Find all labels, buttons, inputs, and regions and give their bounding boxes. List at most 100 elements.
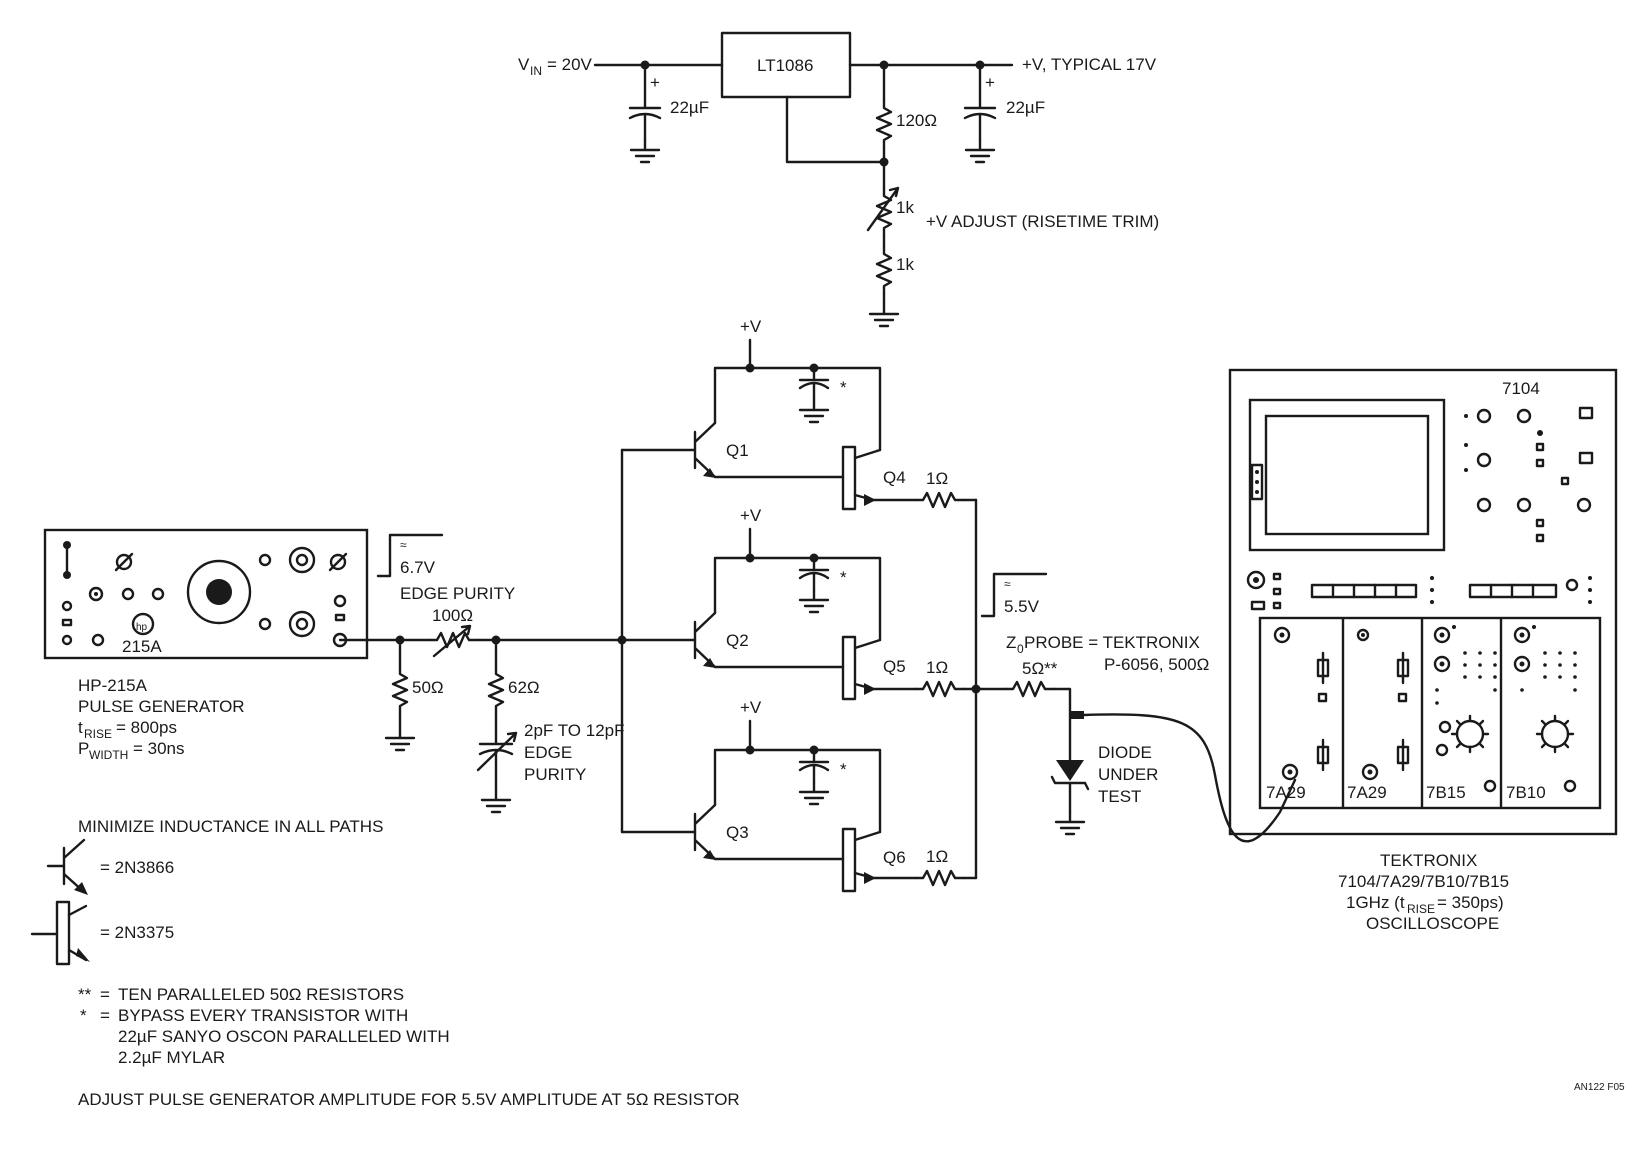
note2-mark: * [80, 1006, 87, 1025]
pulse-generator: hp 215A HP-215A PULSE GENERATOR t RISE =… [43, 528, 444, 762]
plugin-label-1: 7A29 [1266, 783, 1306, 802]
cin-plus: + [650, 73, 660, 92]
pulse2-approx: ≈ [1004, 577, 1011, 591]
scope-model: 7104 [1502, 379, 1540, 398]
gen-pwidth-val: = 30ns [133, 739, 185, 758]
oscilloscope: 7104 [1228, 368, 1618, 933]
notes: MINIMIZE INDUCTANCE IN ALL PATHS = 2N386… [30, 817, 1625, 1109]
gen-title1: HP-215A [78, 676, 148, 695]
diode-icon [1056, 760, 1084, 781]
vplus-2: +V [740, 506, 762, 525]
gen-trise: t [78, 718, 83, 737]
q4-label: Q4 [883, 468, 906, 487]
input-network: EDGE PURITY 100Ω 50Ω 62Ω 2pF TO 12pF EDG… [338, 584, 624, 814]
scope-cap3-sub: RISE [1407, 902, 1435, 916]
r120-label: 120Ω [896, 111, 937, 130]
gen-trise-sub: RISE [84, 727, 112, 741]
bypass-star-1: * [840, 378, 847, 397]
scope-cap1: TEKTRONIX [1380, 851, 1477, 870]
output-network: ≈ 5.5V Z 0 PROBE = TEKTRONIX P-6056, 500… [980, 572, 1297, 843]
gen-title2: PULSE GENERATOR [78, 697, 245, 716]
plugin-7b10: 7B10 [1506, 625, 1577, 802]
q4-transistor-icon [841, 445, 857, 511]
stage-2: +V * Q2 Q5 1Ω [693, 506, 1008, 701]
note2-text-a: BYPASS EVERY TRANSISTOR WITH [118, 1006, 408, 1025]
scope-cap2: 7104/7A29/7B10/7B15 [1338, 872, 1509, 891]
ctrim-label3: PURITY [524, 765, 586, 784]
output-pulse-icon [980, 572, 1048, 618]
lt1086-label: LT1086 [757, 56, 813, 75]
plugin-bay [1258, 616, 1602, 810]
hp-logo-icon [131, 612, 155, 636]
r62-label: 62Ω [508, 678, 540, 697]
note1-mark: ** [78, 985, 92, 1004]
note-sym1: = 2N3866 [100, 858, 174, 877]
plugin-label-3: 7B15 [1426, 783, 1466, 802]
note2-eq: = [100, 1006, 110, 1025]
q2-transistor-icon [693, 611, 845, 669]
q1-transistor-icon [693, 421, 845, 479]
dut-label2: UNDER [1098, 765, 1158, 784]
note1-text: TEN PARALLELED 50Ω RESISTORS [118, 985, 404, 1004]
plugin-7a29-b: 7A29 [1347, 628, 1410, 802]
plugin-label-4: 7B10 [1506, 783, 1546, 802]
radj-label: 1k [896, 198, 914, 217]
gen-model: 215A [122, 637, 162, 656]
stage-1: +V * Q1 Q4 1Ω [693, 317, 978, 511]
note2-text-b: 22µF SANYO OSCON PARALLELED WITH [118, 1027, 450, 1046]
regulator: V IN = 20V + 22µF LT1086 +V, TYPICAL 17V… [518, 31, 1159, 328]
plugin-7a29-a: 7A29 [1266, 626, 1330, 802]
note2-text-c: 2.2µF MYLAR [118, 1048, 225, 1067]
plugin-7b15: 7B15 [1426, 625, 1497, 802]
note-minimize: MINIMIZE INDUCTANCE IN ALL PATHS [78, 817, 383, 836]
edge-purity-label: EDGE PURITY [400, 584, 515, 603]
scope-frame [1228, 368, 1618, 836]
r50-label: 50Ω [412, 678, 444, 697]
probe-z: Z [1006, 633, 1016, 652]
figure-id: AN122 F05 [1574, 1082, 1625, 1093]
vin-value: = 20V [547, 55, 593, 74]
vout-label: +V, TYPICAL 17V [1022, 55, 1157, 74]
q5-label: Q5 [883, 657, 906, 676]
output-stages: +V * Q1 Q4 1Ω +V * [617, 317, 1008, 893]
note-adjust: ADJUST PULSE GENERATOR AMPLITUDE FOR 5.5… [78, 1090, 740, 1109]
cout-plus: + [985, 73, 995, 92]
probe-line2: P-6056, 500Ω [1104, 655, 1209, 674]
hp-logo: hp [136, 622, 148, 633]
input-pulse-icon [376, 533, 444, 578]
ctrim-label2: EDGE [524, 743, 572, 762]
scope-cap3: 1GHz (t [1346, 893, 1405, 912]
gen-pwidth-sub: WIDTH [89, 748, 128, 762]
q6-transistor-icon [841, 827, 857, 893]
q3-transistor-icon [693, 803, 845, 861]
pulse1-approx: ≈ [400, 538, 407, 552]
scope-cap3-val: = 350ps) [1437, 893, 1504, 912]
ctrim-label1: 2pF TO 12pF [524, 721, 624, 740]
scope-screen [1264, 414, 1430, 536]
r1-label-3: 1Ω [926, 847, 948, 866]
rf-transistor-symbol-icon [55, 900, 71, 966]
vplus-1: +V [740, 317, 762, 336]
scope-screen-bezel [1248, 398, 1446, 552]
rbot-label: 1k [896, 255, 914, 274]
bypass-star-2: * [840, 568, 847, 587]
dut-label1: DIODE [1098, 743, 1152, 762]
bypass-star-3: * [840, 760, 847, 779]
radj-caption: +V ADJUST (RISETIME TRIM) [926, 212, 1159, 231]
pulse1-amp: 6.7V [400, 558, 436, 577]
note-sym2: = 2N3375 [100, 923, 174, 942]
probe-z-sub: 0 [1017, 642, 1024, 656]
gen-knob-icon [186, 559, 252, 625]
scope-cap4: OSCILLOSCOPE [1366, 914, 1499, 933]
r5-label: 5Ω** [1022, 659, 1058, 678]
plugin-label-2: 7A29 [1347, 783, 1387, 802]
note1-eq: = [100, 985, 110, 1004]
q2-label: Q2 [726, 631, 749, 650]
r1-label-2: 1Ω [926, 658, 948, 677]
gen-trise-val: = 800ps [116, 718, 177, 737]
vplus-3: +V [740, 698, 762, 717]
cin-label: 22µF [670, 98, 709, 117]
hp215a-panel [43, 528, 369, 660]
dut-label3: TEST [1098, 787, 1141, 806]
